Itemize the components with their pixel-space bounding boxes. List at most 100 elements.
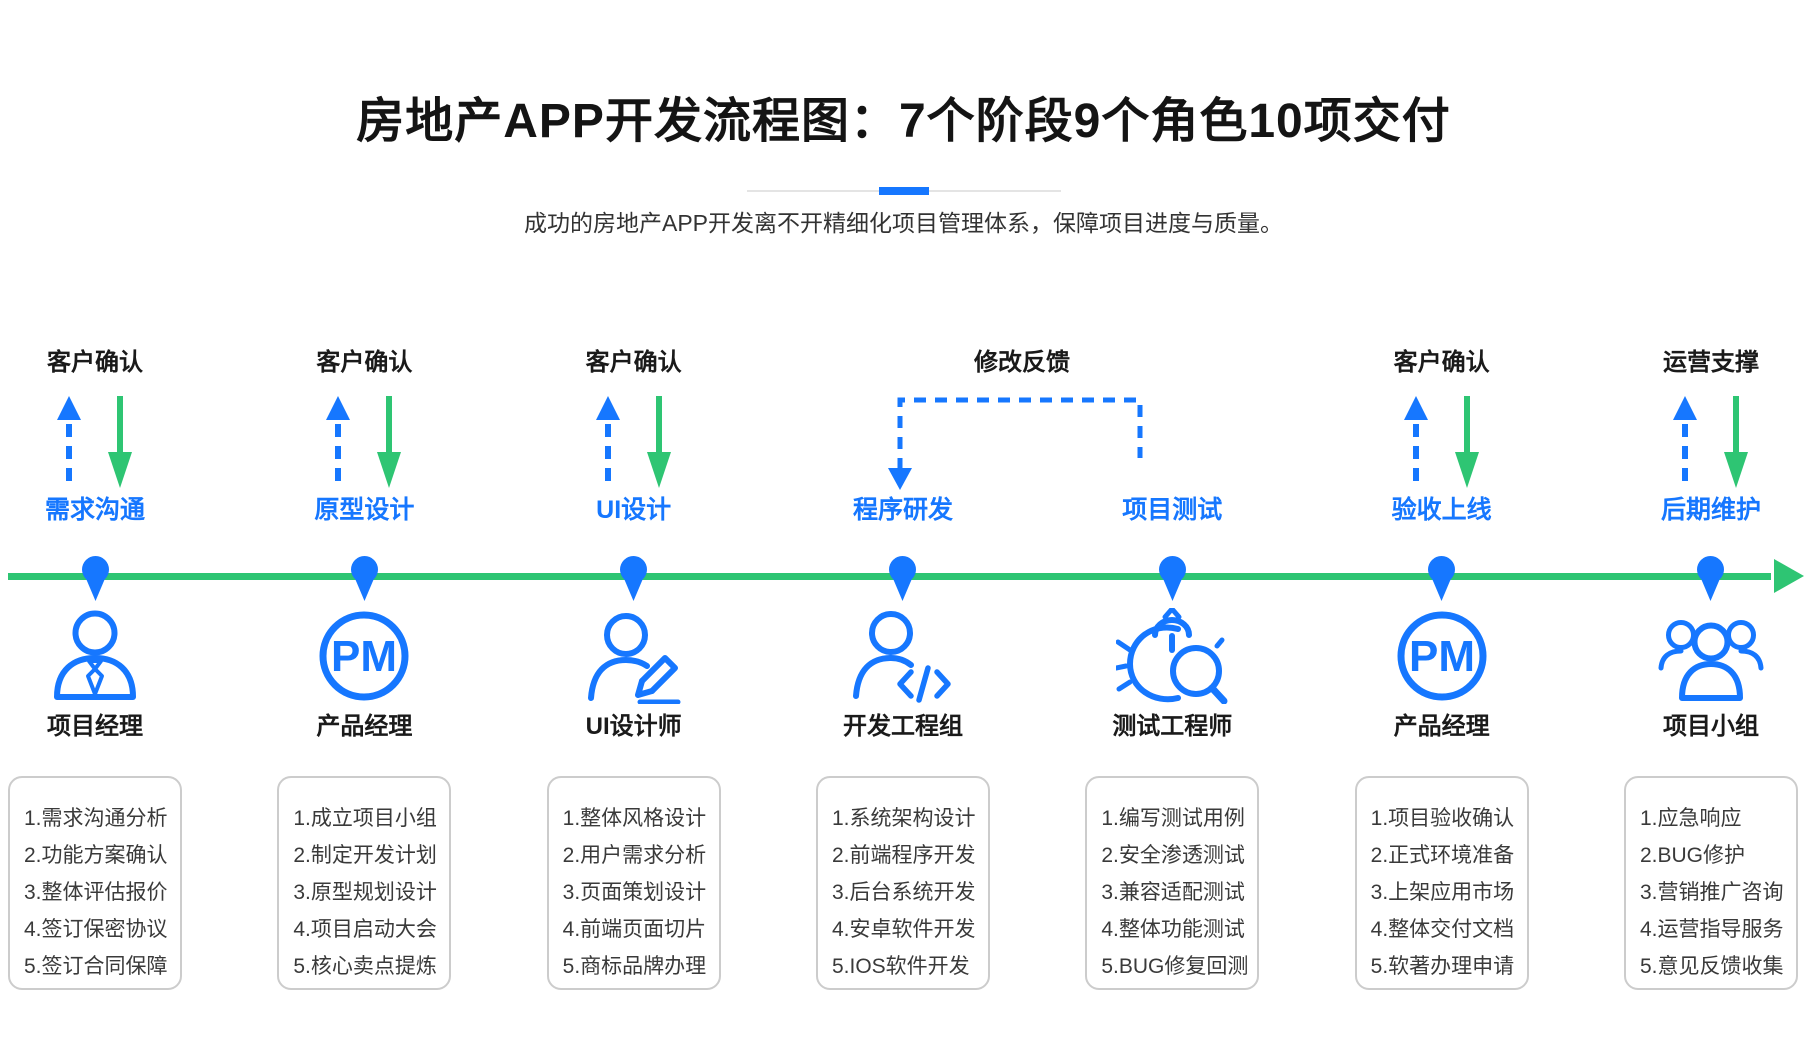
stage-label: UI设计 [596,496,672,524]
project-manager-icon [47,608,143,704]
deliverables-box: 1.成立项目小组 2.制定开发计划 3.原型规划设计 4.项目启动大会 5.核心… [277,776,452,990]
deliverable-item: 5.签订合同保障 [24,955,168,978]
role-label: 产品经理 [316,713,413,740]
deliverable-item: 1.项目验收确认 [1370,807,1515,830]
stage-column-1: 客户确认 需求沟通 [8,348,182,990]
deliverable-item: 5.商标品牌办理 [562,955,707,978]
timeline-arrow-icon [1774,559,1804,593]
timeline-pin-icon [620,556,648,601]
deliverable-item: 4.签订保密协议 [24,918,168,941]
green-down-arrow-icon [108,396,132,488]
deliverable-item: 4.整体交付文档 [1370,918,1515,941]
dashed-up-arrow-icon [326,396,351,488]
arrows [1624,396,1798,488]
deliverable-item: 5.软著办理申请 [1370,955,1515,978]
timeline-axis [8,573,1771,580]
green-down-arrow-icon [1454,396,1479,488]
deliverable-item: 1.需求沟通分析 [24,807,168,830]
dashed-up-arrow-icon [1403,396,1428,488]
deliverable-item: 1.编写测试用例 [1101,807,1245,830]
deliverables-box: 1.需求沟通分析 2.功能方案确认 3.整体评估报价 4.签订保密协议 5.签订… [8,776,182,990]
deliverable-item: 1.系统架构设计 [831,807,976,830]
deliverable-item: 2.前端程序开发 [831,844,976,867]
timeline-pin-icon [81,556,109,601]
timeline-pin-icon [1158,556,1186,601]
deliverable-item: 3.上架应用市场 [1370,881,1515,904]
stage-label: 需求沟通 [44,496,145,524]
top-label: 客户确认 [1393,349,1490,376]
ui-designer-icon [586,608,682,704]
deliverables-box: 1.系统架构设计 2.前端程序开发 3.后台系统开发 4.安卓软件开发 5.IO… [815,776,990,990]
arrows [8,396,182,488]
stage-column-2: 客户确认 原型设计 PM 产品经理 [277,348,452,990]
deliverables-box: 1.编写测试用例 2.安全渗透测试 3.兼容适配测试 4.整体功能测试 5.BU… [1085,776,1260,990]
role-label: 测试工程师 [1112,713,1233,740]
dashed-up-arrow-icon [595,396,620,488]
stage-column-4: 程序研发 开发工程组 1.系统架构设计 2.前端程序开发 [815,348,990,990]
deliverable-item: 3.整体评估报价 [24,881,168,904]
stage-label: 原型设计 [314,496,415,524]
deliverable-item: 3.营销推广咨询 [1639,881,1784,904]
green-down-arrow-icon [1723,396,1748,488]
role-label: 产品经理 [1393,713,1490,740]
feedback-loop: 修改反馈 [0,348,1807,508]
deliverable-item: 5.BUG修复回测 [1101,955,1249,978]
feedback-label: 修改反馈 [974,349,1070,376]
tester-bug-icon [1116,608,1228,704]
deliverables-box: 1.项目验收确认 2.正式环境准备 3.上架应用市场 4.整体交付文档 5.软著… [1354,776,1529,990]
stage-label: 项目测试 [1122,496,1223,524]
svg-text:PM: PM [331,632,397,681]
top-label: 客户确认 [47,349,143,376]
deliverable-item: 5.IOS软件开发 [831,955,970,978]
stage-label: 程序研发 [852,496,953,524]
stage-column-3: 客户确认 UI设计 [546,348,721,990]
top-label: 客户确认 [316,349,413,376]
top-label: 运营支撑 [1662,349,1759,376]
deliverable-item: 4.运营指导服务 [1639,918,1784,941]
arrows [277,396,451,488]
green-down-arrow-icon [377,396,402,488]
team-icon [1656,608,1766,704]
stage-column-6: 客户确认 验收上线 PM 产品经理 [1354,348,1529,990]
stage-columns: 客户确认 需求沟通 [0,348,1807,990]
page-subtitle: 成功的房地产APP开发离不开精细化项目管理体系，保障项目进度与质量。 [523,210,1284,236]
divider-accent-bar [878,187,929,195]
feedback-dashed-path-icon [888,397,1143,490]
deliverable-item: 4.项目启动大会 [293,918,437,941]
developer-icon [852,608,953,704]
arrows [1355,396,1529,488]
pm-badge-icon: PM [1394,608,1490,704]
title-divider [746,187,1061,195]
deliverable-item: 5.意见反馈收集 [1639,955,1784,978]
deliverables-box: 1.整体风格设计 2.用户需求分析 3.页面策划设计 4.前端页面切片 5.商标… [546,776,721,990]
pm-badge-icon: PM [316,608,412,704]
deliverable-item: 2.安全渗透测试 [1101,844,1245,867]
page-title: 房地产APP开发流程图：7个阶段9个角色10项交付 [356,95,1451,148]
arrows [547,396,721,488]
stage-label: 后期维护 [1660,496,1761,524]
stage-column-5: 项目测试 [1085,348,1260,990]
deliverable-item: 4.安卓软件开发 [831,918,976,941]
deliverable-item: 1.应急响应 [1639,807,1742,830]
deliverable-item: 2.制定开发计划 [293,844,437,867]
green-down-arrow-icon [646,396,671,488]
role-label: 开发工程组 [842,713,963,740]
deliverable-item: 3.后台系统开发 [831,881,976,904]
deliverable-item: 4.整体功能测试 [1101,918,1245,941]
deliverable-item: 3.兼容适配测试 [1101,881,1245,904]
deliverable-item: 1.成立项目小组 [293,807,437,830]
process-flow: 修改反馈 客户确认 需求沟通 [0,348,1807,998]
deliverable-item: 2.功能方案确认 [24,844,168,867]
deliverable-item: 3.原型规划设计 [293,881,437,904]
deliverable-item: 4.前端页面切片 [562,918,707,941]
role-label: UI设计师 [585,713,682,740]
deliverable-item: 2.正式环境准备 [1370,844,1515,867]
deliverable-item: 3.页面策划设计 [562,881,707,904]
top-label: 客户确认 [585,349,682,376]
timeline-pin-icon [889,556,917,601]
timeline-pin-icon [1697,556,1725,601]
deliverable-item: 2.BUG修护 [1639,844,1745,867]
svg-text:PM: PM [1409,632,1475,681]
dashed-up-arrow-icon [1672,396,1697,488]
